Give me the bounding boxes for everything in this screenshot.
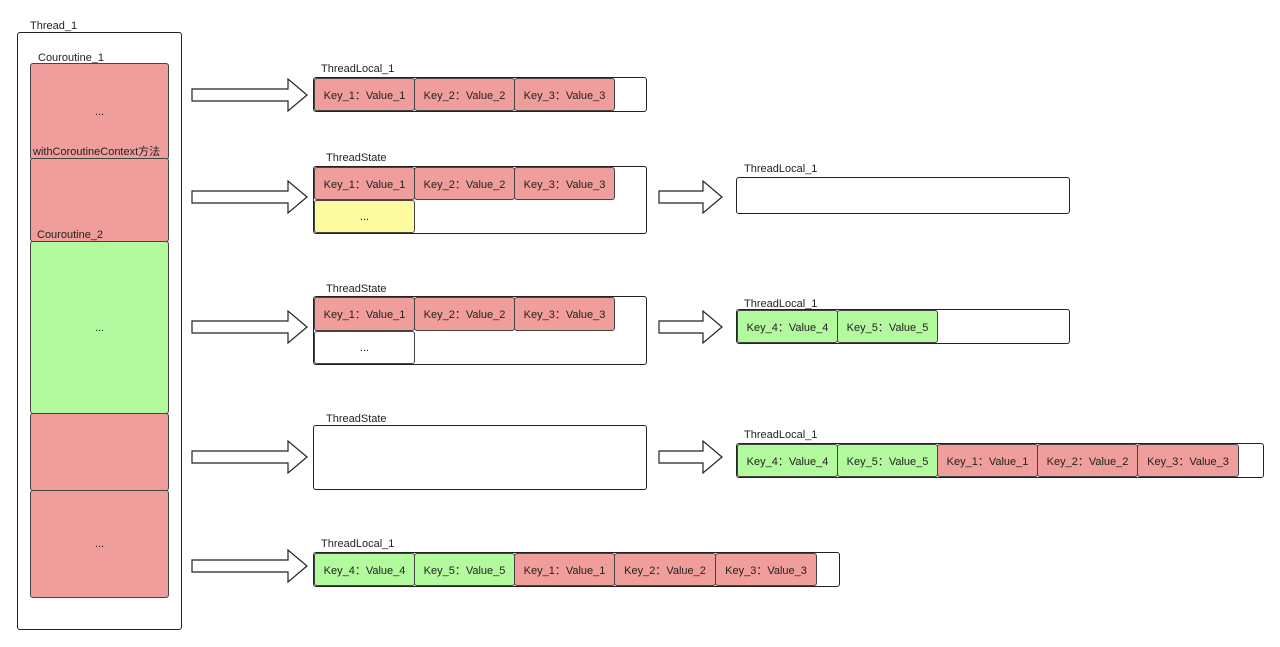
row3-right-cell: Key_4：Value_4	[737, 310, 838, 343]
row2-cell: Key_1：Value_1	[314, 167, 415, 200]
row3-cell: Key_2：Value_2	[414, 297, 515, 331]
coroutine1-label: Couroutine_1	[38, 52, 105, 64]
coroutine2-block: ...	[30, 241, 169, 414]
row1-cell: Key_3：Value_3	[514, 78, 615, 111]
coroutine1-block-text: ...	[94, 105, 105, 118]
arrow-right-icon	[191, 309, 308, 345]
with-context-label: withCoroutineContext方法	[33, 146, 161, 158]
coroutine1-resume-block: ...	[30, 490, 169, 598]
coroutine2-label: Couroutine_2	[37, 229, 104, 241]
row3-extra-cell: ...	[314, 331, 415, 364]
arrow-right-icon	[191, 439, 308, 475]
row1-label: ThreadLocal_1	[321, 63, 395, 75]
row5-cell: Key_4：Value_4	[314, 553, 415, 586]
row4-right-cell: Key_4：Value_4	[737, 444, 838, 477]
coroutine1-block: ...	[30, 63, 169, 160]
coroutine1-resume-text: ...	[94, 538, 105, 550]
row5-cell: Key_3：Value_3	[715, 553, 817, 586]
row4-label: ThreadState	[326, 413, 387, 425]
row3-right-cell: Key_5：Value_5	[837, 310, 938, 343]
row2-extra-cell: ...	[314, 200, 415, 233]
coroutine2-block-text: ...	[94, 321, 105, 334]
row3-cell: Key_3：Value_3	[514, 297, 615, 331]
row1-cell: Key_2：Value_2	[414, 78, 515, 111]
row2-label: ThreadState	[326, 152, 387, 164]
arrow-right-icon	[658, 439, 723, 475]
row3-label: ThreadState	[326, 283, 387, 295]
arrow-right-icon	[191, 179, 308, 215]
after-coroutine2-block	[30, 413, 169, 491]
row1-cell: Key_1：Value_1	[314, 78, 415, 111]
row5-cell: Key_5：Value_5	[414, 553, 515, 586]
row4-right-cell: Key_2：Value_2	[1037, 444, 1138, 477]
row4-right-cell: Key_1：Value_1	[937, 444, 1038, 477]
arrow-right-icon	[191, 77, 308, 113]
row5-label: ThreadLocal_1	[321, 538, 395, 550]
row4-right-cell: Key_5：Value_5	[837, 444, 938, 477]
row2-right-label: ThreadLocal_1	[744, 163, 818, 175]
row4-right-label: ThreadLocal_1	[744, 429, 818, 441]
row2-cell: Key_2：Value_2	[414, 167, 515, 200]
row4-right-cell: Key_3：Value_3	[1137, 444, 1239, 477]
arrow-right-icon	[658, 309, 723, 345]
arrow-right-icon	[658, 179, 723, 215]
row4-container	[313, 425, 647, 490]
arrow-right-icon	[191, 548, 308, 584]
thread-label: Thread_1	[30, 20, 78, 32]
row2-right-container	[736, 177, 1070, 214]
row3-right-label: ThreadLocal_1	[744, 298, 818, 310]
with-context-block	[30, 158, 169, 242]
row5-cell: Key_1：Value_1	[514, 553, 615, 586]
row5-cell: Key_2：Value_2	[614, 553, 716, 586]
row3-cell: Key_1：Value_1	[314, 297, 415, 331]
row2-cell: Key_3：Value_3	[514, 167, 615, 200]
